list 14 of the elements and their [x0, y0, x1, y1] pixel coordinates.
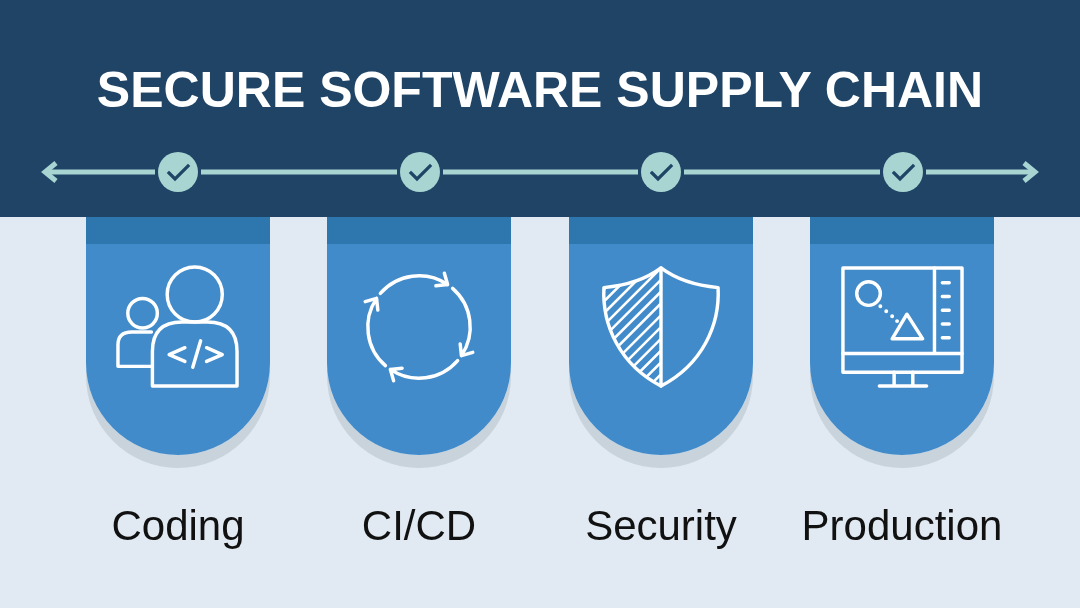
connector-line — [201, 169, 397, 175]
check-circle-icon — [158, 152, 198, 192]
step-label: Production — [801, 501, 1003, 551]
step-label: Security — [585, 501, 737, 551]
title: SECURE SOFTWARE SUPPLY CHAIN — [96, 65, 984, 115]
check-circle-icon — [883, 152, 923, 192]
arrow — [926, 160, 1038, 184]
connector-line — [684, 169, 880, 175]
step-label: Coding — [111, 501, 245, 551]
connector-line — [443, 169, 638, 175]
check-circle-icon — [641, 152, 681, 192]
check-circle-icon — [400, 152, 440, 192]
arrow — [42, 160, 155, 184]
step-label: CI/CD — [361, 501, 477, 551]
